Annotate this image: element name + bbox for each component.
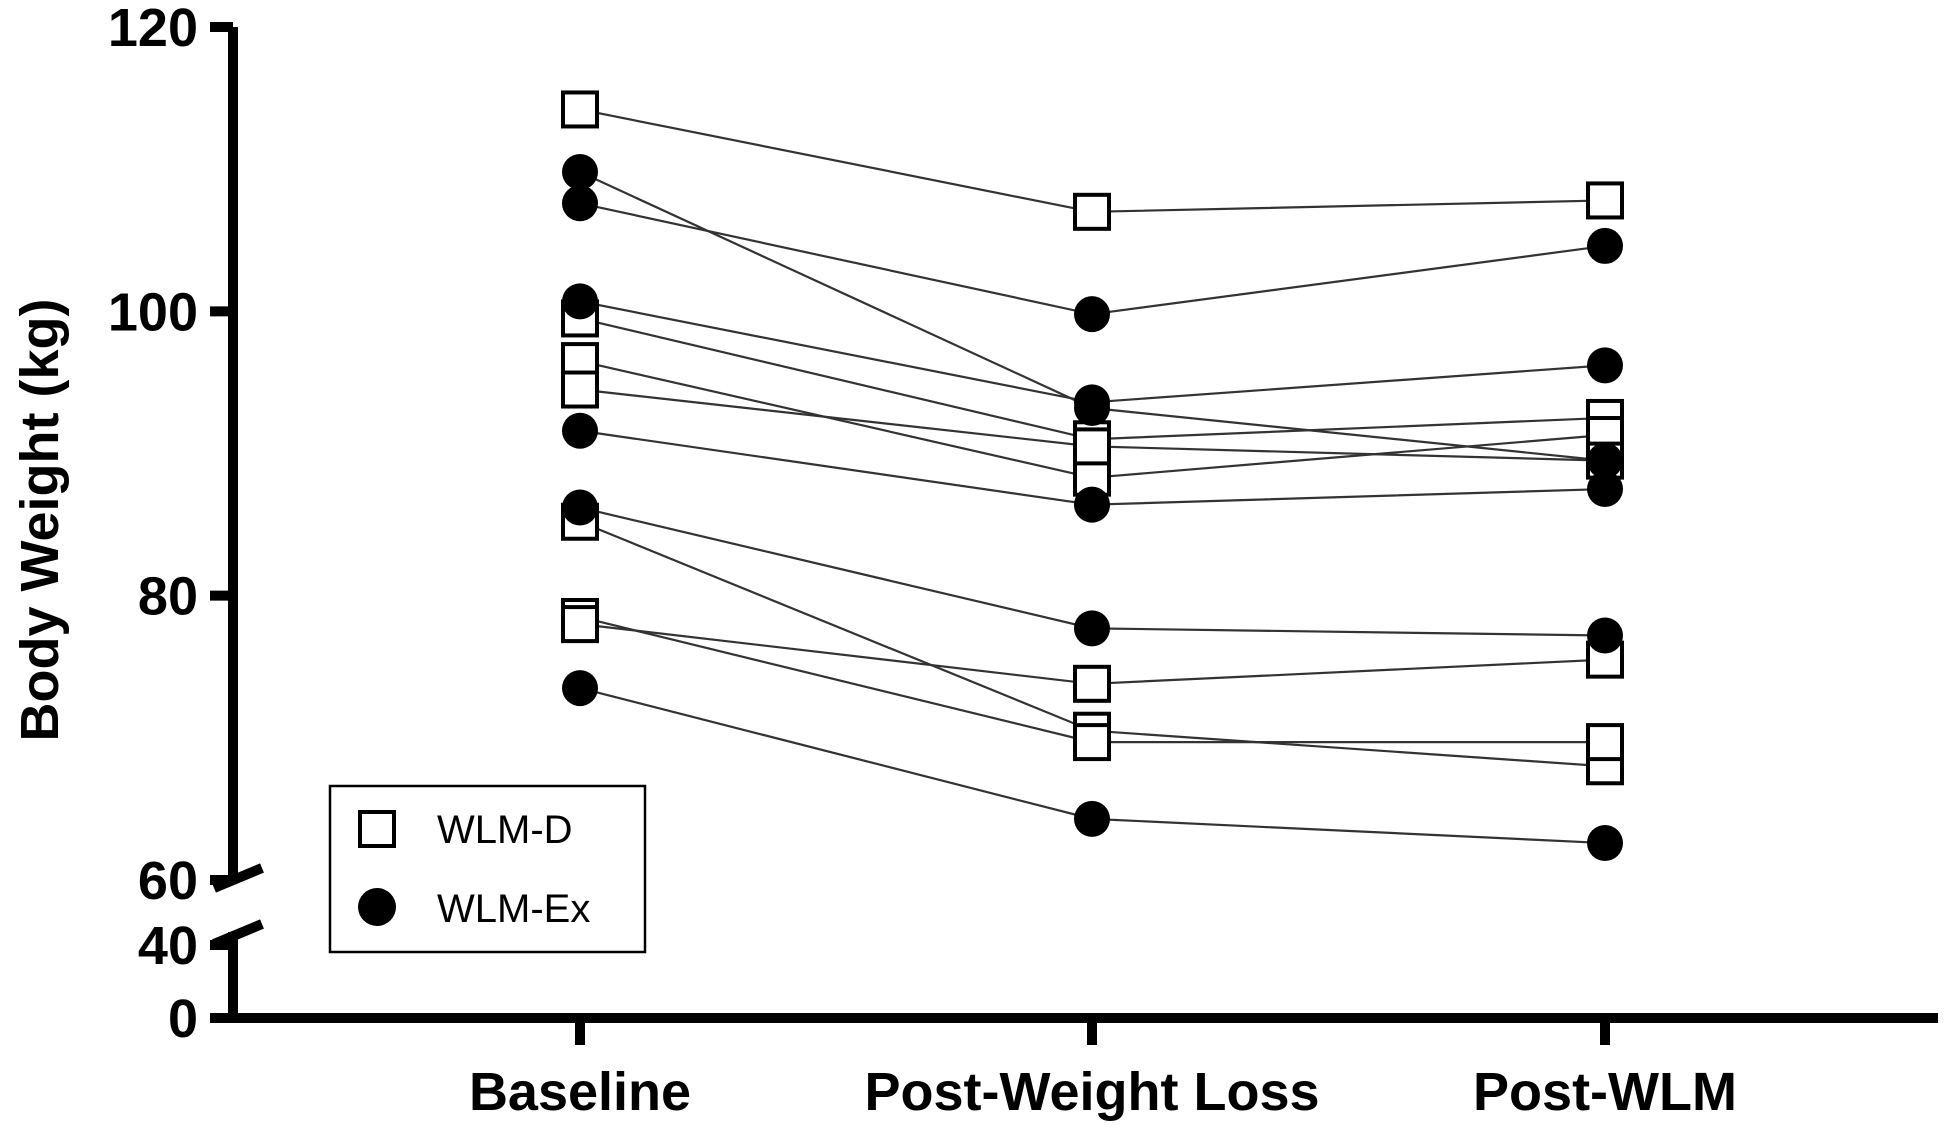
point-wlm-ex-8-1 bbox=[1074, 296, 1110, 333]
legend-label-wlm-d: WLM-D bbox=[437, 808, 573, 852]
legend: WLM-D WLM-Ex bbox=[328, 784, 647, 954]
y-tick-label-60: 60 bbox=[138, 851, 198, 911]
legend-label-wlm-ex: WLM-Ex bbox=[437, 887, 590, 931]
point-wlm-ex-12-0 bbox=[562, 670, 598, 707]
point-wlm-ex-12-2 bbox=[1587, 825, 1623, 862]
point-wlm-ex-9-2 bbox=[1587, 347, 1623, 384]
point-wlm-d-0-0 bbox=[561, 90, 599, 129]
y-tick-label-80: 80 bbox=[138, 567, 198, 627]
point-wlm-ex-8-2 bbox=[1587, 227, 1623, 264]
x-ticks: Baseline Post-Weight Loss Post-WLM bbox=[469, 1018, 1737, 1122]
point-wlm-ex-11-0 bbox=[562, 489, 598, 526]
point-wlm-d-6-0 bbox=[561, 605, 599, 644]
y-tick-label-100: 100 bbox=[108, 282, 198, 342]
point-wlm-d-6-1 bbox=[1073, 664, 1111, 703]
point-wlm-d-2-1 bbox=[1073, 458, 1111, 497]
point-wlm-ex-11-2 bbox=[1587, 617, 1623, 654]
y-axis-title: Body Weight (kg) bbox=[10, 299, 70, 742]
legend-marker-wlm-d bbox=[358, 810, 396, 848]
point-wlm-ex-10-0 bbox=[562, 412, 598, 449]
point-wlm-ex-11-1 bbox=[1074, 610, 1110, 647]
point-wlm-d-5-2 bbox=[1586, 723, 1624, 762]
point-wlm-d-3-1 bbox=[1073, 427, 1111, 466]
y-tick-label-40: 40 bbox=[138, 916, 198, 976]
x-tick-label-2: Post-WLM bbox=[1473, 1062, 1737, 1122]
y-ticks: 60 80 100 120 0 40 bbox=[108, 0, 233, 1049]
point-wlm-ex-7-2 bbox=[1587, 442, 1623, 479]
point-wlm-ex-9-1 bbox=[1074, 384, 1110, 421]
legend-marker-wlm-ex bbox=[358, 888, 396, 926]
series-markers bbox=[561, 90, 1624, 862]
point-wlm-ex-10-2 bbox=[1587, 471, 1623, 508]
point-wlm-ex-7-0 bbox=[562, 154, 598, 191]
point-wlm-d-0-1 bbox=[1073, 192, 1111, 231]
x-tick-label-0: Baseline bbox=[469, 1062, 691, 1122]
y-tick-label-0: 0 bbox=[168, 989, 198, 1049]
point-wlm-ex-9-0 bbox=[562, 283, 598, 320]
x-tick-label-1: Post-Weight Loss bbox=[864, 1062, 1319, 1122]
point-wlm-d-0-2 bbox=[1586, 181, 1624, 220]
point-wlm-ex-10-1 bbox=[1074, 486, 1110, 523]
point-wlm-d-5-1 bbox=[1073, 723, 1111, 762]
point-wlm-ex-8-0 bbox=[562, 185, 598, 222]
point-wlm-d-3-0 bbox=[561, 370, 599, 409]
y-tick-label-120: 120 bbox=[108, 0, 198, 58]
point-wlm-ex-12-1 bbox=[1074, 800, 1110, 837]
